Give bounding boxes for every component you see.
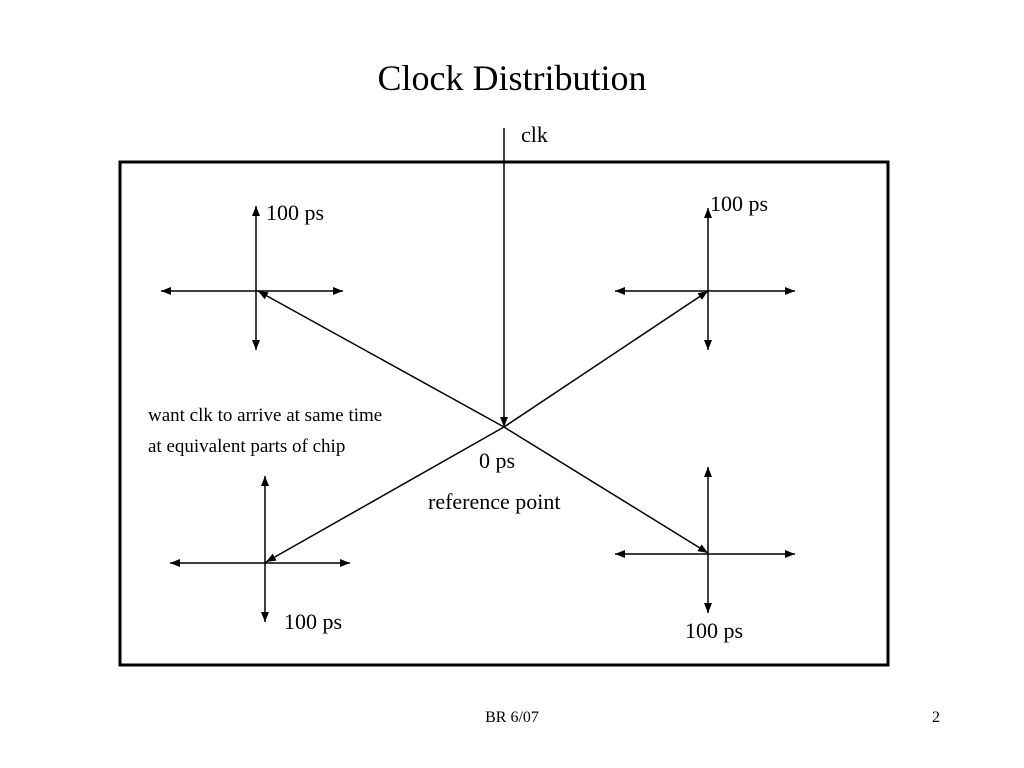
crosshair-bottom-right bbox=[615, 467, 795, 613]
note-line-1: want clk to arrive at same time bbox=[148, 405, 382, 426]
footer-label: BR 6/07 bbox=[485, 709, 539, 726]
crosshair-bottom-left bbox=[170, 476, 350, 622]
clk-label: clk bbox=[521, 122, 548, 147]
delay-label-bottom-left: 100 ps bbox=[284, 609, 342, 634]
slide-title: Clock Distribution bbox=[377, 58, 647, 98]
branch-to-top-right bbox=[503, 290, 709, 428]
note-line-2: at equivalent parts of chip bbox=[148, 436, 345, 457]
center-delay-label: 0 ps bbox=[479, 448, 515, 473]
delay-label-top-right: 100 ps bbox=[710, 191, 768, 216]
crosshair-top-left bbox=[161, 206, 343, 350]
delay-label-top-left: 100 ps bbox=[266, 200, 324, 225]
branch-to-bottom-right bbox=[503, 426, 709, 554]
branch-to-bottom-left bbox=[265, 426, 505, 563]
page-number: 2 bbox=[932, 709, 940, 726]
reference-point-label: reference point bbox=[428, 489, 561, 514]
crosshair-top-right bbox=[615, 208, 795, 350]
branch-to-top-left bbox=[257, 290, 505, 428]
delay-label-bottom-right: 100 ps bbox=[685, 618, 743, 643]
